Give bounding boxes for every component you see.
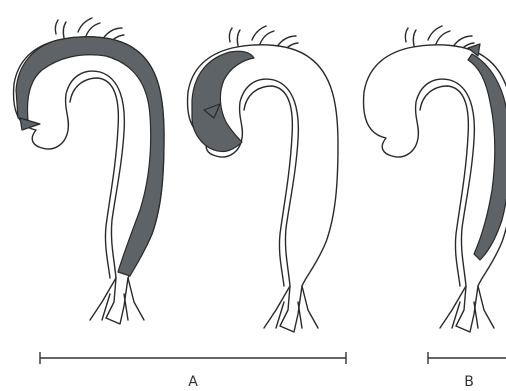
aorta-panel-3	[364, 26, 506, 332]
aorta-panel-1	[14, 18, 164, 324]
group-bracket-b	[428, 352, 506, 364]
aorta-panel-2	[188, 26, 338, 332]
group-label-b: B	[464, 374, 474, 390]
group-label-a: A	[188, 374, 198, 390]
group-bracket-a	[40, 352, 346, 364]
